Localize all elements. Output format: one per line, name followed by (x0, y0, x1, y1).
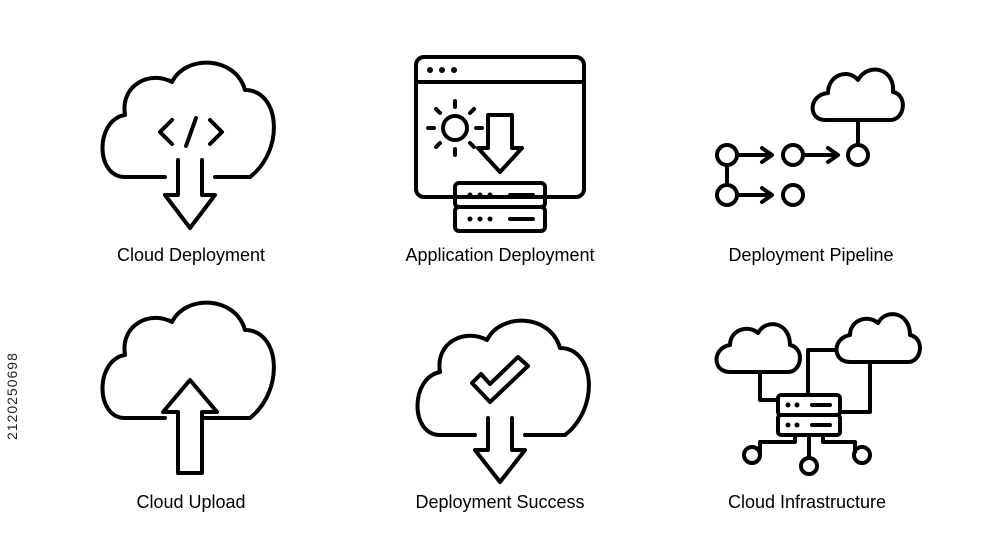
deployment-pipeline-icon (715, 67, 905, 207)
cloud-deployment-label: Cloud Deployment (116, 245, 266, 265)
deployment-pipeline-label: Deployment Pipeline (728, 245, 894, 265)
cloud-infrastructure-icon (714, 312, 922, 476)
cloud-deployment-icon (100, 60, 276, 230)
application-deployment-label: Application Deployment (405, 245, 595, 265)
deployment-success-label: Deployment Success (415, 492, 585, 512)
cloud-upload-label: Cloud Upload (136, 492, 246, 512)
application-deployment-icon (414, 55, 586, 233)
cloud-upload-icon (100, 300, 276, 475)
deployment-success-icon (415, 318, 591, 484)
cloud-infrastructure-label: Cloud Infrastructure (727, 492, 887, 512)
stock-id-text: 2120250698 (4, 352, 20, 440)
